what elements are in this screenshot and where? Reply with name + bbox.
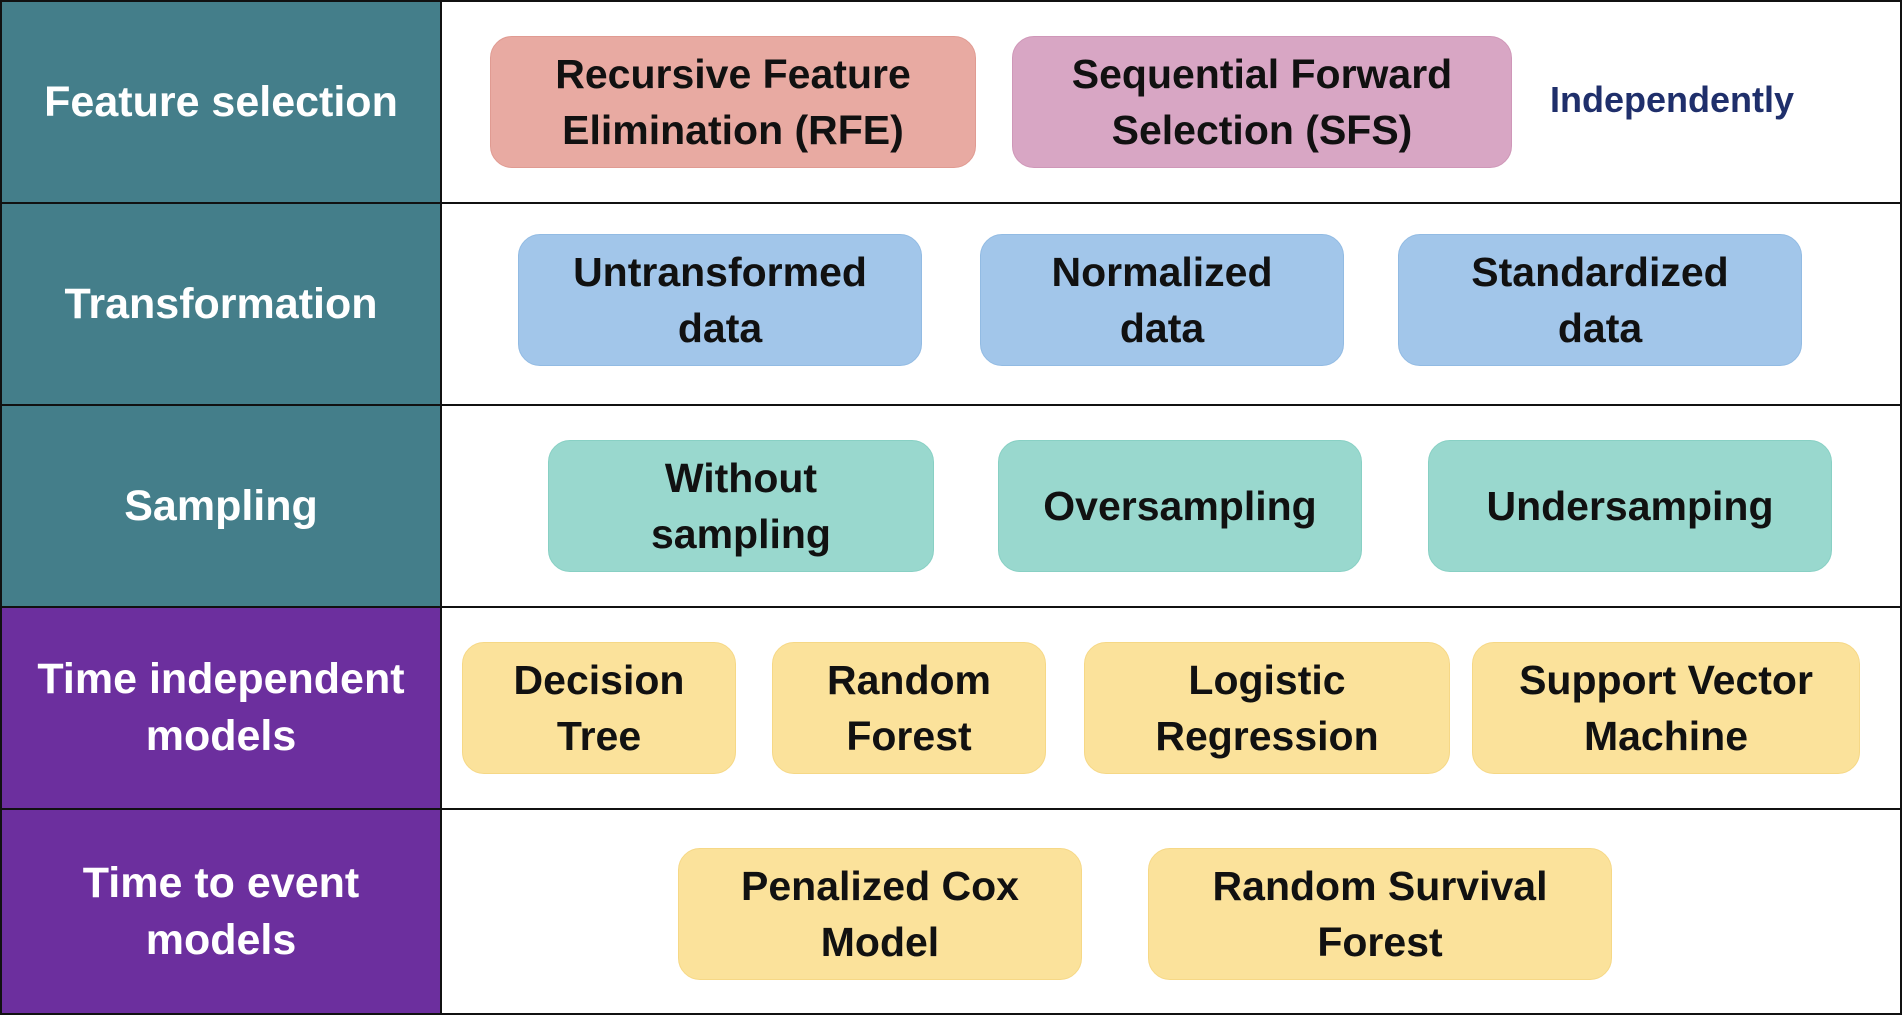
box-rfe: Recursive Feature Elimination (RFE) (490, 36, 976, 168)
row-sampling: Sampling Without sampling Oversampling U… (2, 406, 1902, 608)
box-without-sampling: Without sampling (548, 440, 934, 572)
row-time-independent-models: Time independent models Decision Tree Ra… (2, 608, 1902, 810)
box-standardized: Standardized data (1398, 234, 1802, 366)
box-normalized: Normalized data (980, 234, 1344, 366)
label-time-independent-models: Time independent models (2, 608, 442, 808)
box-penalized-cox-model: Penalized Cox Model (678, 848, 1082, 980)
label-sampling: Sampling (2, 406, 442, 606)
box-undersamping: Undersamping (1428, 440, 1832, 572)
row-transformation: Transformation Untransformed data Normal… (2, 204, 1902, 406)
row-time-to-event-models: Time to event models Penalized Cox Model… (2, 810, 1902, 1013)
label-time-to-event-models: Time to event models (2, 810, 442, 1013)
box-oversampling: Oversampling (998, 440, 1362, 572)
box-random-survival-forest: Random Survival Forest (1148, 848, 1612, 980)
note-independently: Independently (1550, 79, 1795, 120)
row-feature-selection: Feature selection Recursive Feature Elim… (2, 2, 1902, 204)
box-untransformed: Untransformed data (518, 234, 922, 366)
box-decision-tree: Decision Tree (462, 642, 736, 774)
label-transformation: Transformation (2, 204, 442, 404)
box-sfs: Sequential Forward Selection (SFS) (1012, 36, 1512, 168)
label-feature-selection: Feature selection (2, 2, 442, 202)
box-logistic-regression: Logistic Regression (1084, 642, 1450, 774)
box-random-forest: Random Forest (772, 642, 1046, 774)
box-support-vector-machine: Support Vector Machine (1472, 642, 1860, 774)
